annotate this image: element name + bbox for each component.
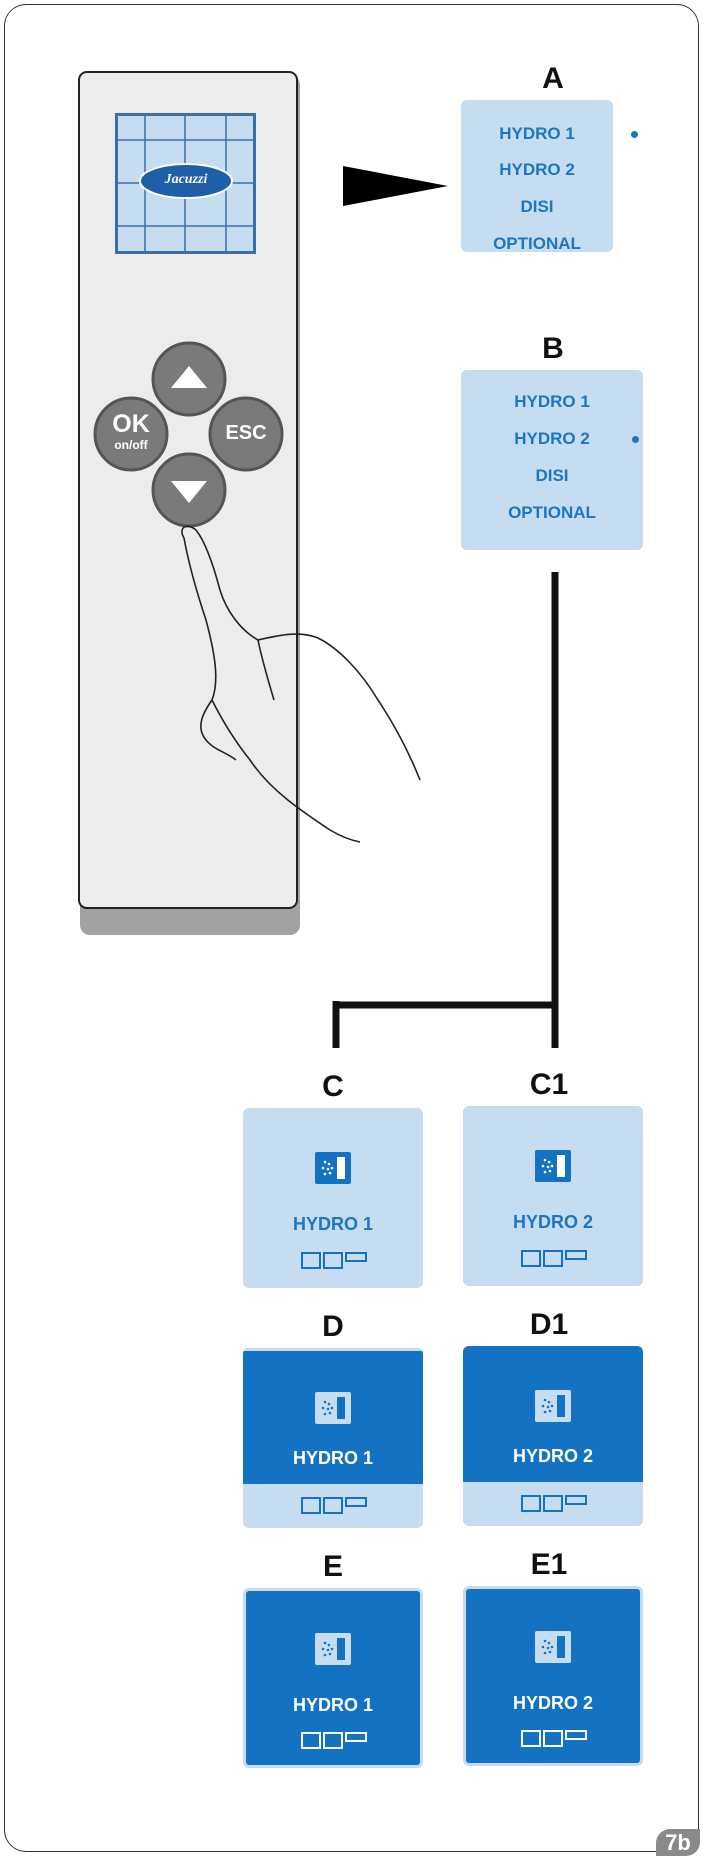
panel-e: HYDRO 1 [243, 1588, 423, 1768]
panel-c-label: HYDRO 1 [292, 1214, 373, 1234]
panel-c1: HYDRO 2 [463, 1106, 643, 1286]
menu-b-item-4: OPTIONAL [508, 503, 596, 522]
menu-a: HYDRO 1 HYDRO 2 DISI OPTIONAL [461, 100, 638, 253]
level-bars-icon [521, 1730, 587, 1747]
hydro-jet-icon [315, 1392, 351, 1424]
level-bars-icon [521, 1495, 587, 1512]
panel-d: HYDRO 1 [243, 1348, 423, 1528]
figure-frame [4, 4, 699, 1852]
panel-e1-label: HYDRO 2 [512, 1693, 593, 1713]
label-e1: E1 [530, 1548, 568, 1581]
menu-b-item-1: HYDRO 1 [514, 392, 590, 411]
panel-e1: HYDRO 2 [463, 1586, 643, 1766]
label-e: E [322, 1550, 343, 1583]
menu-b-item-3: DISI [535, 466, 569, 485]
menu-a-item-3: DISI [520, 197, 554, 216]
menu-a-item-1: HYDRO 1 [499, 124, 575, 143]
ok-button[interactable] [93, 396, 169, 472]
ok-sub-label: on/off [114, 438, 148, 452]
label-c: C [322, 1070, 344, 1103]
label-b: B [542, 332, 564, 365]
hydro-jet-icon [535, 1150, 571, 1182]
esc-button[interactable] [208, 396, 284, 472]
up-button[interactable] [151, 341, 227, 417]
panel-d-label: HYDRO 1 [292, 1448, 373, 1468]
panel-c1-label: HYDRO 2 [512, 1212, 593, 1232]
remote-screen [115, 113, 256, 254]
hydro-jet-icon [535, 1390, 571, 1422]
jacuzzi-logo [139, 163, 233, 199]
pointing-hand-illustration [181, 525, 421, 843]
level-bars-icon [521, 1250, 587, 1267]
panel-d1-label: HYDRO 2 [512, 1446, 593, 1466]
menu-b-item-2: HYDRO 2 [514, 429, 590, 448]
down-button[interactable] [151, 452, 227, 528]
panel-c: HYDRO 1 [243, 1108, 423, 1288]
figure-number-badge: 7b [656, 1829, 700, 1856]
label-d: D [322, 1310, 344, 1343]
hydro-jet-icon [315, 1152, 351, 1184]
menu-b: HYDRO 1 HYDRO 2 DISI OPTIONAL [461, 370, 643, 550]
label-c1: C1 [529, 1068, 569, 1101]
selection-dot [632, 436, 639, 443]
selection-dot [631, 131, 638, 138]
panel-d1: HYDRO 2 [463, 1346, 643, 1526]
hydro-jet-icon [535, 1631, 571, 1663]
menu-a-item-2: HYDRO 2 [499, 160, 575, 179]
label-d1: D1 [529, 1308, 569, 1341]
hydro-jet-icon [315, 1633, 351, 1665]
esc-label: ESC [225, 422, 267, 444]
connector-lines [332, 572, 559, 1048]
level-bars-icon [301, 1252, 367, 1269]
label-a: A [542, 62, 564, 95]
level-bars-icon [301, 1497, 367, 1514]
brand-logo-text: Jacuzzi [164, 172, 208, 187]
pointer-arrow [343, 166, 448, 206]
ok-label: OK [112, 410, 150, 438]
panel-e-label: HYDRO 1 [292, 1695, 373, 1715]
menu-a-item-4: OPTIONAL [493, 234, 581, 253]
level-bars-icon [301, 1732, 367, 1749]
